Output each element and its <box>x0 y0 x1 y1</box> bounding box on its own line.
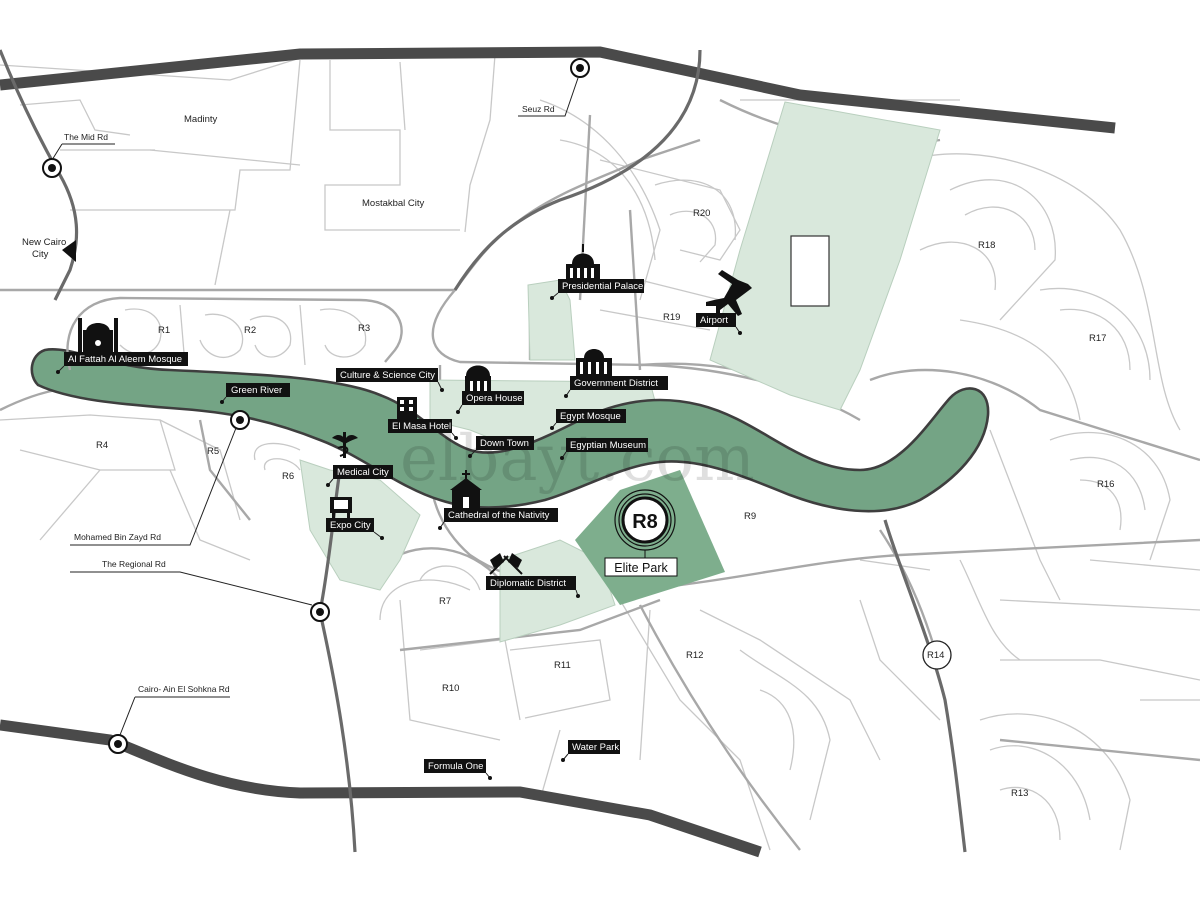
svg-text:Expo City: Expo City <box>330 520 371 531</box>
label-regional-rd: The Regional Rd <box>102 559 166 569</box>
label-mostakbal: Mostakbal City <box>362 198 425 209</box>
svg-text:El Masa Hotel: El Masa Hotel <box>392 421 451 432</box>
r8-badge-label: R8 <box>632 511 658 533</box>
svg-text:Egyptian Museum: Egyptian Museum <box>570 440 646 451</box>
district-r11: R11 <box>554 660 571 671</box>
label-new-cairo-1: New Cairo <box>22 237 66 248</box>
tag-formula-one[interactable]: Formula One <box>424 759 492 780</box>
east-ring-road <box>453 49 702 291</box>
marker-regional-rd[interactable] <box>310 602 330 622</box>
diplomatic-zone <box>499 539 616 643</box>
svg-text:Water Park: Water Park <box>572 742 619 753</box>
marker-suez-rd[interactable] <box>570 58 590 78</box>
tag-culture[interactable]: Culture & Science City <box>336 368 444 392</box>
district-r16: R16 <box>1097 479 1114 490</box>
district-r13: R13 <box>1011 788 1028 799</box>
marker-mbz-rd[interactable] <box>230 410 250 430</box>
mosque-icon <box>78 318 118 352</box>
suez-highway <box>0 46 1116 134</box>
tag-egypt-mosque[interactable]: Egypt Mosque <box>550 409 626 430</box>
svg-text:Presidential Palace: Presidential Palace <box>562 281 643 292</box>
new-cairo-arrow-icon <box>62 240 76 262</box>
palace-dome-icon <box>566 244 600 280</box>
svg-text:Culture & Science City: Culture & Science City <box>340 370 435 381</box>
expo-booth-icon <box>330 497 352 519</box>
cathedral-icon <box>450 470 482 508</box>
district-r5: R5 <box>207 446 219 457</box>
presidential-zone <box>527 279 576 361</box>
label-seuz-rd: Seuz Rd <box>522 104 555 114</box>
tag-museum[interactable]: Egyptian Museum <box>560 438 648 460</box>
tag-government[interactable]: Government District <box>564 376 668 398</box>
district-r14: R14 <box>927 650 944 661</box>
crossed-flags-icon <box>489 553 523 575</box>
svg-text:Diplomatic District: Diplomatic District <box>490 578 566 589</box>
tag-mosque[interactable]: Al Fattah Al Aleem Mosque <box>56 352 188 374</box>
label-mid-rd: The Mid Rd <box>64 132 108 142</box>
svg-text:Down Town: Down Town <box>480 438 529 449</box>
hotel-building-icon <box>397 397 417 419</box>
road-labels: The Mid Rd Seuz Rd Mohamed Bin Zayd Rd T… <box>51 77 579 736</box>
marker-mid-rd[interactable] <box>42 158 62 178</box>
district-r10: R10 <box>442 683 459 694</box>
district-r9: R9 <box>744 511 756 522</box>
district-r12: R12 <box>686 650 703 661</box>
svg-text:Egypt Mosque: Egypt Mosque <box>560 411 621 422</box>
tag-water-park[interactable]: Water Park <box>561 740 620 762</box>
elite-park-name: Elite Park <box>614 561 668 575</box>
r14-road <box>883 519 967 853</box>
r14-circle <box>922 640 952 670</box>
tag-down-town[interactable]: Down Town <box>468 436 534 458</box>
culture-building-icon <box>465 365 491 392</box>
tag-el-masa[interactable]: El Masa Hotel <box>388 419 458 440</box>
r8-badge[interactable]: R8 <box>614 489 676 558</box>
watermark: elbayt.com <box>400 422 755 496</box>
tag-diplomatic[interactable]: Diplomatic District <box>486 576 580 598</box>
district-r17: R17 <box>1089 333 1106 344</box>
district-r6: R6 <box>282 471 294 482</box>
tag-cathedral[interactable]: Cathedral of the Nativity <box>438 508 558 530</box>
district-r2: R2 <box>244 325 256 336</box>
tag-expo[interactable]: Expo City <box>326 518 384 540</box>
label-madinty: Madinty <box>184 114 218 125</box>
area-labels: Madinty Mostakbal City New Cairo City <box>22 114 425 262</box>
svg-text:Medical City: Medical City <box>337 467 389 478</box>
district-r18: R18 <box>978 240 995 251</box>
district-r1: R1 <box>158 325 170 336</box>
tag-medical[interactable]: Medical City <box>326 465 393 487</box>
svg-text:Green River: Green River <box>231 385 282 396</box>
airport-runway-block <box>790 235 830 307</box>
government-building-icon <box>576 349 612 376</box>
elite-park-label[interactable]: Elite Park <box>604 557 678 577</box>
svg-text:Airport: Airport <box>700 315 728 326</box>
district-labels: R1 R2 R3 R4 R5 R6 R7 R9 R10 R11 R12 R13 … <box>96 208 1114 799</box>
svg-text:Cathedral of the Nativity: Cathedral of the Nativity <box>448 510 550 521</box>
road-markers <box>42 58 590 754</box>
svg-text:Al Fattah Al Aleem Mosque: Al Fattah Al Aleem Mosque <box>68 354 182 365</box>
label-new-cairo-2: City <box>32 249 49 260</box>
svg-text:Formula One: Formula One <box>428 761 483 772</box>
minor-roads <box>0 54 1200 851</box>
regional-road <box>318 469 357 853</box>
label-mbz-rd: Mohamed Bin Zayd Rd <box>74 532 161 542</box>
airplane-icon <box>706 270 752 316</box>
svg-text:Opera House: Opera House <box>466 393 523 404</box>
tag-opera[interactable]: Opera House <box>456 391 524 414</box>
label-sokhna-rd: Cairo- Ain El Sohkna Rd <box>138 684 230 694</box>
district-r7: R7 <box>439 596 451 607</box>
svg-text:Government District: Government District <box>574 378 658 389</box>
landmark-tags: Al Fattah Al Aleem Mosque Green River Cu… <box>56 279 742 780</box>
tag-airport[interactable]: Airport <box>696 313 742 335</box>
district-r19: R19 <box>663 312 680 323</box>
marker-sokhna-rd[interactable] <box>108 734 128 754</box>
district-r3: R3 <box>358 323 370 334</box>
tag-green-river[interactable]: Green River <box>220 383 290 404</box>
landmark-icons <box>78 244 752 575</box>
district-r4: R4 <box>96 440 108 451</box>
caduceus-icon <box>332 432 358 458</box>
tag-presidential[interactable]: Presidential Palace <box>550 279 644 300</box>
district-r20: R20 <box>693 208 710 219</box>
